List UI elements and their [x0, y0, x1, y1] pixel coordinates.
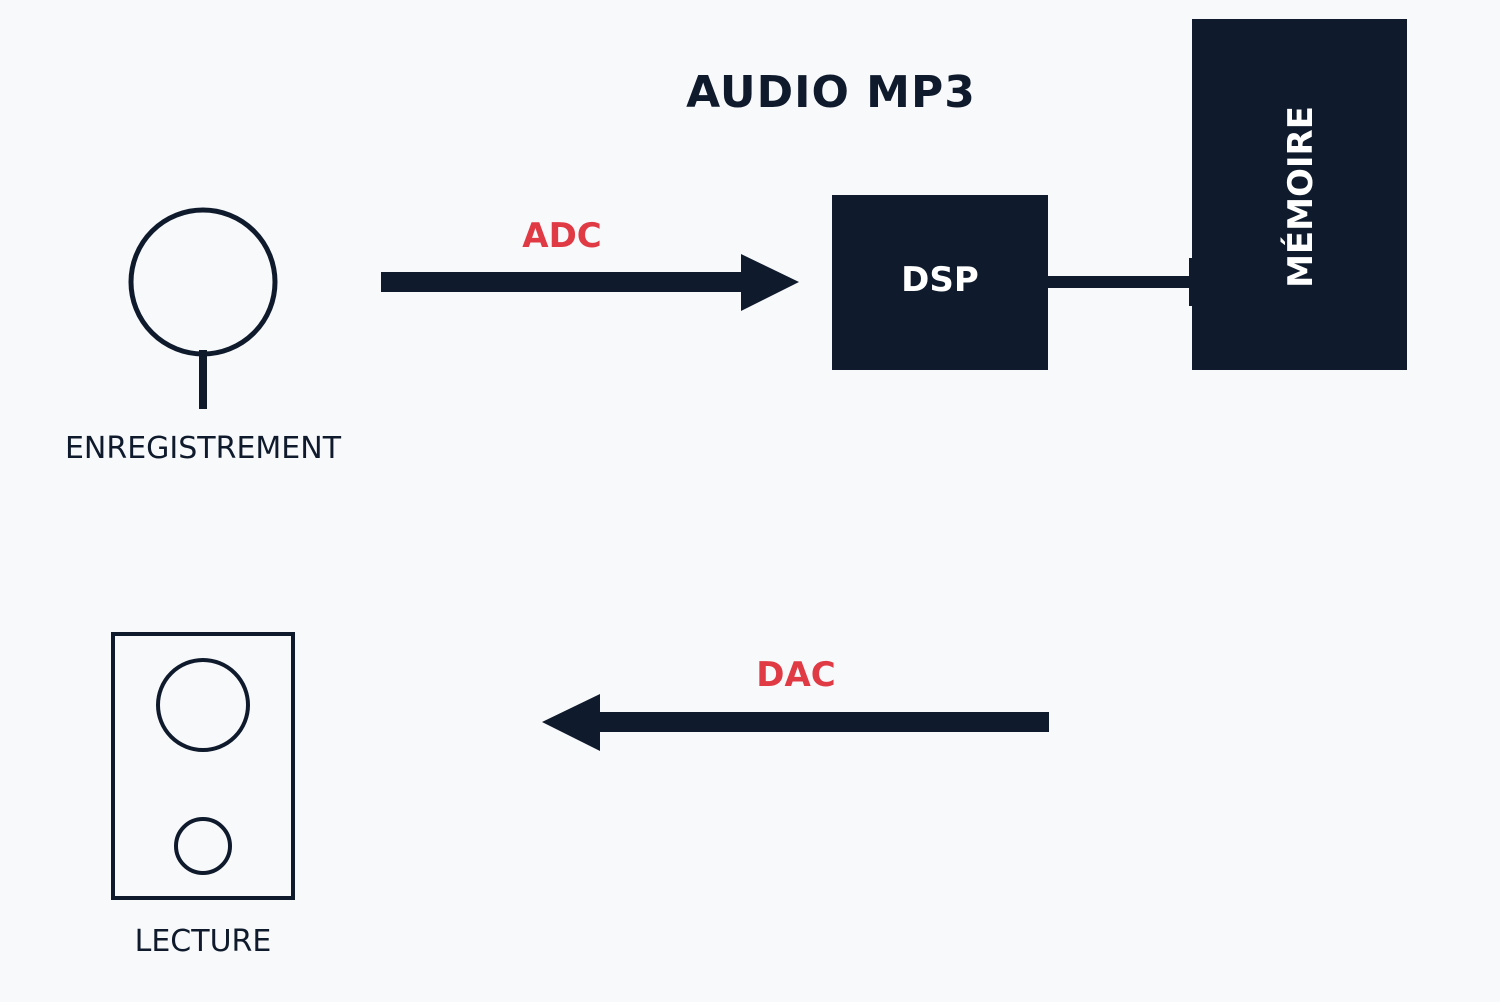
diagram-title: AUDIO MP3: [686, 67, 976, 118]
adc-label: ADC: [522, 216, 602, 256]
dac-arrow-shaft: [597, 712, 1049, 732]
dac-arrow: [542, 694, 1049, 751]
dsp-label: DSP: [901, 260, 979, 300]
memory-label: MÉMOIRE: [1280, 106, 1321, 288]
microphone-icon: [128, 207, 278, 409]
speaker-icon: [111, 632, 295, 900]
speaker-tweeter: [174, 817, 232, 875]
memory-box: [1192, 19, 1407, 370]
dsp-box: [832, 195, 1048, 370]
speaker-cabinet: [111, 632, 295, 900]
adc-arrow-shaft: [381, 272, 743, 292]
dac-arrow-head: [542, 694, 600, 751]
playback-label: LECTURE: [135, 924, 272, 959]
dac-label: DAC: [756, 655, 836, 695]
recording-label: ENREGISTREMENT: [65, 431, 342, 466]
speaker-woofer: [156, 658, 250, 752]
adc-arrow: [381, 254, 799, 311]
adc-arrow-head: [741, 254, 799, 311]
